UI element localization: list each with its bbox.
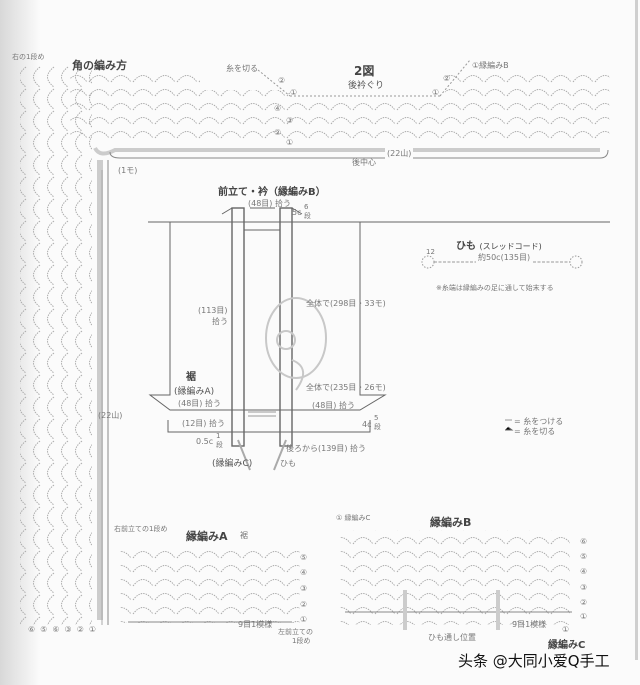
row-marker: ② bbox=[278, 76, 286, 85]
hem-right-pick: (48目) 拾う bbox=[312, 401, 355, 410]
watermark-doodle bbox=[265, 297, 327, 391]
left-edge-shell-band bbox=[20, 65, 92, 625]
hem-title: 裾 bbox=[186, 372, 196, 383]
row-marker: ③ bbox=[286, 116, 294, 125]
row-marker: ② bbox=[580, 598, 588, 607]
row-marker: ③ bbox=[580, 583, 588, 592]
figure-title: 後衿ぐり bbox=[348, 81, 385, 91]
front-band-total-1: 全体で(298目・33モ) bbox=[306, 299, 386, 308]
left-side-count: (22山) bbox=[98, 411, 123, 420]
row-marker: ③ bbox=[300, 584, 308, 593]
hem-subtitle: (縁編みA) bbox=[174, 387, 215, 397]
edging-a-subtitle: 裾 bbox=[240, 531, 248, 540]
hem-rows: 5段 bbox=[374, 414, 381, 431]
edging-b-start-label: ①縁編みB bbox=[472, 61, 509, 70]
back-neck-count: (22山) bbox=[385, 148, 414, 159]
edging-c-row: ① bbox=[562, 625, 570, 634]
watermark: 头条 @大同小爱Q手工 bbox=[458, 652, 610, 670]
edging-a-start-label: 右前立ての1段め bbox=[114, 525, 168, 533]
edging-c-label: (縁編みC) bbox=[212, 459, 253, 469]
back-center-label: 後中心 bbox=[352, 158, 376, 167]
edging-a-end-label-1: 左前立ての bbox=[278, 628, 313, 636]
legend-cut-thread: = 糸を切る bbox=[514, 427, 556, 436]
row-marker: ② bbox=[300, 600, 308, 609]
row-marker: ① bbox=[300, 615, 308, 624]
row-marker: ④ bbox=[580, 567, 588, 576]
row-marker: ① bbox=[290, 88, 298, 97]
edging-b-chart bbox=[340, 530, 572, 630]
legend-attach-thread: = 糸をつける bbox=[514, 417, 564, 426]
page-edge bbox=[635, 0, 638, 660]
front-band-side-pick-verb: 拾う bbox=[212, 317, 228, 326]
front-band-total-2: 全体で(235目・26モ) bbox=[306, 383, 386, 392]
corner-stitch-label: (1モ) bbox=[118, 166, 138, 175]
edging-a-repeat: 9目1模様 bbox=[238, 620, 273, 629]
row-marker: ⑥ bbox=[580, 537, 588, 546]
hem-width: 4c bbox=[362, 420, 372, 429]
front-band-title: 前立て・衿（縁編みB） bbox=[218, 187, 326, 198]
corner-row-numbers: ⑥⑤⑥③②① bbox=[28, 625, 102, 634]
row-marker: ① bbox=[432, 88, 440, 97]
front-band-top-pick: (48目) 拾う bbox=[248, 199, 291, 208]
edging-a-end-label-2: 1段め bbox=[292, 637, 311, 645]
row-marker: ④ bbox=[300, 568, 308, 577]
figure-number: 2図 bbox=[354, 64, 375, 78]
cord-stitch-count: 12 bbox=[426, 248, 435, 256]
row-marker: ④ bbox=[274, 104, 282, 113]
row-marker: ② bbox=[443, 74, 451, 83]
edging-b-title: 縁編みB bbox=[430, 516, 472, 529]
corner-title: 角の編み方 bbox=[72, 59, 127, 72]
row-marker: ① bbox=[286, 138, 294, 147]
row-marker: ① bbox=[580, 612, 588, 621]
front-band-rows: 6段 bbox=[304, 203, 311, 220]
row-marker: ② bbox=[274, 128, 282, 137]
edge-width: 0.5c bbox=[196, 437, 214, 446]
hem-left-pick: (48目) 拾う bbox=[178, 399, 221, 408]
edging-a-chart bbox=[120, 548, 300, 623]
cord-length: 約50c(135目) bbox=[476, 252, 533, 263]
corner-start-label: 右の1段め bbox=[12, 53, 45, 61]
row-marker: ⑤ bbox=[300, 553, 308, 562]
cord-title: ひも (スレッドコード) bbox=[456, 241, 542, 252]
edge-rows: 1段 bbox=[216, 432, 223, 449]
row-marker: ⑤ bbox=[580, 552, 588, 561]
cord-position-label: ひも通し位置 bbox=[428, 633, 476, 642]
edging-c-title: 縁編みC bbox=[548, 640, 586, 651]
cord-label: ひも bbox=[280, 459, 296, 468]
cord-note: ※糸端は縁編みの足に通して始末する bbox=[436, 284, 554, 292]
front-band-width: 5c bbox=[292, 208, 302, 217]
edging-b-start-label: ① 縁編みC bbox=[336, 514, 371, 522]
edging-a-title: 縁編みA bbox=[186, 530, 228, 543]
front-band-side-pick: (113目) bbox=[198, 306, 228, 315]
hem-bottom-pick: (12目) 拾う bbox=[182, 419, 225, 428]
edging-b-repeat: 9目1模様 bbox=[512, 620, 547, 629]
cut-thread-label: 糸を切る bbox=[226, 64, 258, 73]
back-pick-label: 後ろから(139目) 拾う bbox=[286, 444, 367, 453]
